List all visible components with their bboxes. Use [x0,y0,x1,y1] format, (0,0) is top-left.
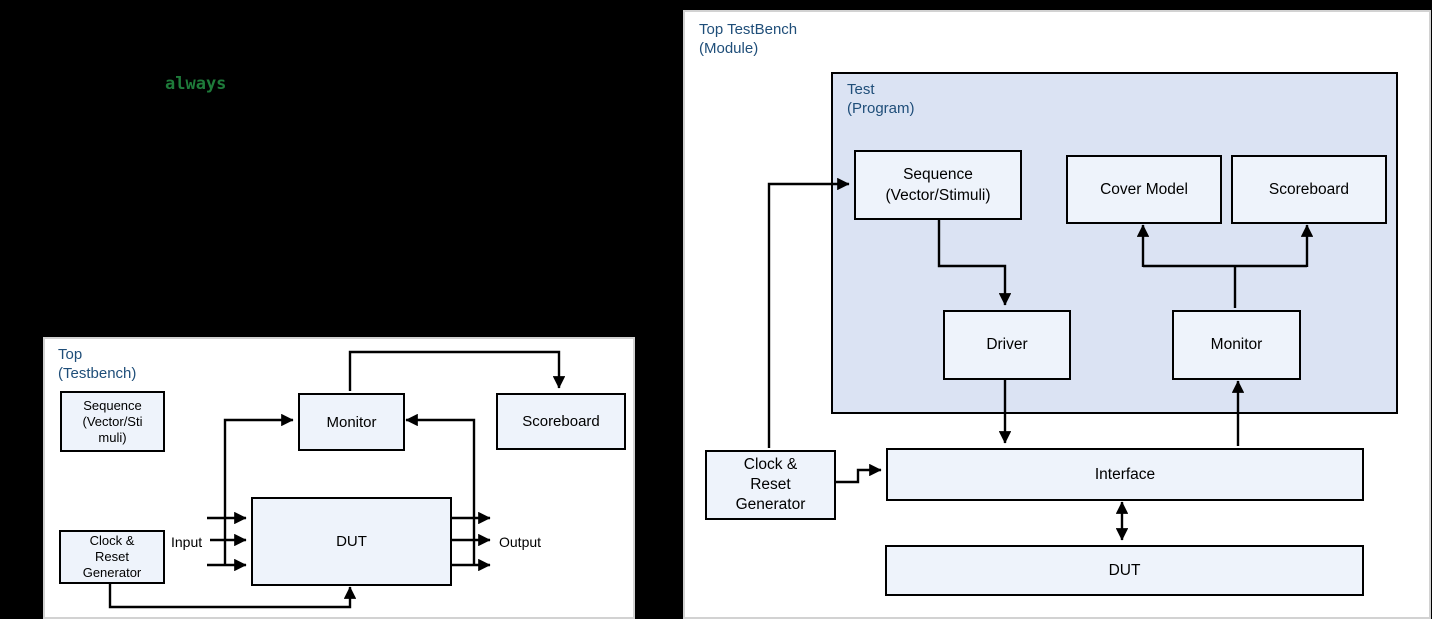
left-sequence-box: Sequence (Vector/Sti muli) [60,391,165,452]
output-label: Output [499,534,542,550]
left-panel-title: Top (Testbench) [58,346,137,382]
right-panel-title: Top TestBench (Module) [699,21,798,57]
test-program-container [831,72,1398,414]
left-dut-box: DUT [251,497,452,586]
testbench-module-panel: Top TestBench (Module) Test (Program) Se… [683,10,1431,619]
right-clock-reset-box: Clock & Reset Generator [705,450,836,520]
test-program-title: Test (Program) [847,81,915,117]
left-clock-reset-box: Clock & Reset Generator [59,530,165,584]
cover-model-box: Cover Model [1066,155,1222,224]
right-monitor-box: Monitor [1172,310,1301,380]
right-scoreboard-box: Scoreboard [1231,155,1387,224]
left-monitor-box: Monitor [298,393,405,451]
interface-box: Interface [886,448,1364,501]
code-keyword-always: always [165,74,227,94]
testbench-panel: Top (Testbench) Sequence (Vector/Sti mul… [43,337,635,619]
right-dut-box: DUT [885,545,1364,596]
input-label: Input [171,534,203,550]
driver-box: Driver [943,310,1071,380]
left-scoreboard-box: Scoreboard [496,393,626,450]
right-sequence-box: Sequence (Vector/Stimuli) [854,150,1022,220]
